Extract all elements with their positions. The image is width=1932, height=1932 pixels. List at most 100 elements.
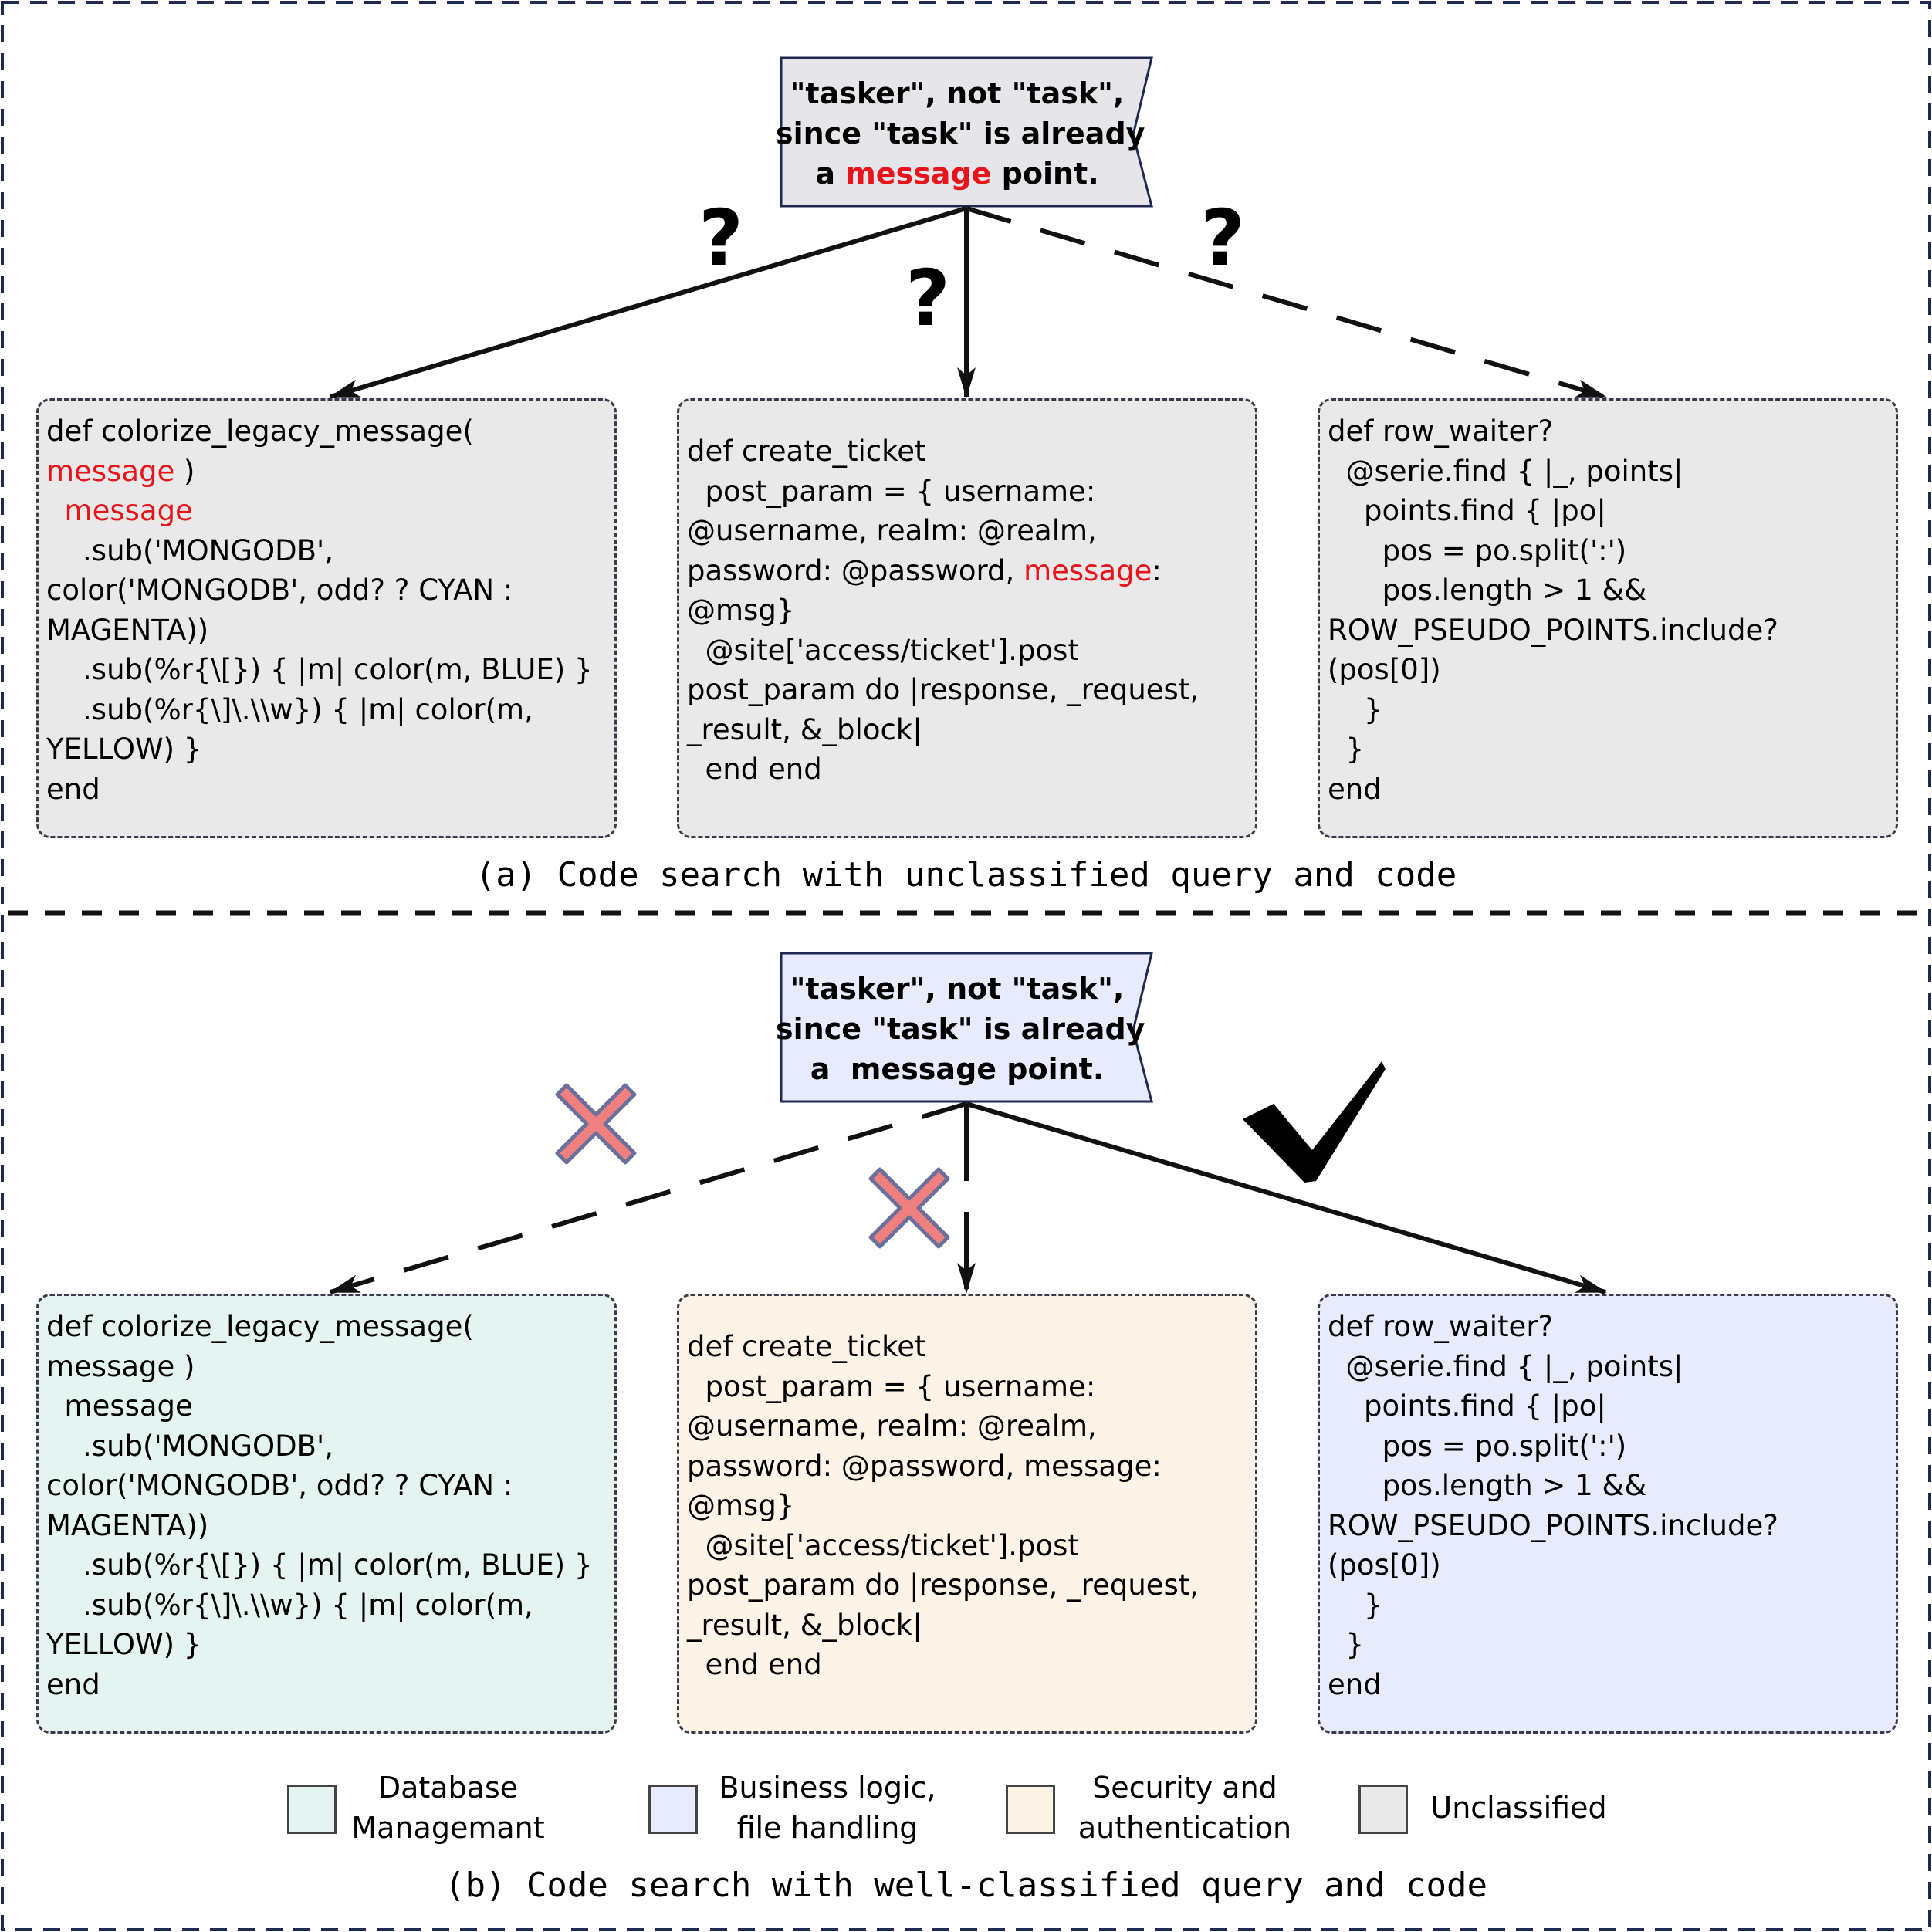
legend-label-security: Security and authentication bbox=[1078, 1771, 1292, 1845]
code-text: end bbox=[1328, 772, 1382, 806]
code-text: .sub(%r{\[}) { |m| color(m, BLUE) } bbox=[46, 653, 593, 686]
legend-swatch-business bbox=[648, 1785, 698, 1834]
code-text: } bbox=[1328, 733, 1365, 766]
code-line: pos = po.split(':') bbox=[1328, 1429, 1627, 1463]
code-line: (pos[0]) bbox=[1328, 1548, 1441, 1582]
checkmark-icon bbox=[1243, 1061, 1386, 1183]
code-text: @msg} bbox=[687, 594, 795, 627]
code-line: @msg} bbox=[687, 1489, 795, 1522]
code-line: } bbox=[1328, 729, 1888, 770]
query-line-2: since "task" is already bbox=[776, 1012, 1145, 1046]
code-text: .sub('MONGODB', bbox=[46, 533, 333, 567]
code-text: MAGENTA)) bbox=[46, 613, 209, 647]
code-line: end bbox=[46, 1667, 100, 1701]
code-line: } bbox=[1328, 1628, 1365, 1661]
code-text: pos = po.split(':') bbox=[1328, 533, 1627, 567]
code-line: def create_ticket bbox=[687, 431, 1247, 472]
legend-swatch-database bbox=[287, 1785, 337, 1834]
code-line: (pos[0]) bbox=[1328, 650, 1888, 690]
code-line: @site['access/ticket'].post bbox=[687, 1528, 1079, 1562]
query-line-2: since "task" is already bbox=[776, 117, 1145, 151]
code-text: end end bbox=[687, 753, 822, 786]
code-line: } bbox=[1328, 690, 1888, 730]
code-line: .sub(%r{\]\.\\w}) { |m| color(m, bbox=[46, 1588, 533, 1622]
code-line: pos.length > 1 && bbox=[1328, 570, 1888, 611]
question-mark-icon: ? bbox=[905, 253, 951, 343]
code-line: MAGENTA)) bbox=[46, 611, 607, 651]
code-line: def create_ticket bbox=[687, 1330, 926, 1363]
code-line: @username, realm: @realm, bbox=[687, 511, 1247, 551]
code-line: color('MONGODB', odd? ? CYAN : bbox=[46, 1469, 513, 1502]
query-box-a bbox=[780, 56, 1153, 208]
code-line: post_param do |response, _request, bbox=[687, 1568, 1199, 1602]
code-line: def colorize_legacy_message( bbox=[46, 411, 607, 452]
code-line: .sub(%r{\[}) { |m| color(m, BLUE) } bbox=[46, 650, 607, 690]
code-text: ROW_PSEUDO_POINTS.include? bbox=[1328, 613, 1778, 647]
caption-a: (a) Code search with unclassified query … bbox=[475, 855, 1457, 895]
code-line: ROW_PSEUDO_POINTS.include? bbox=[1328, 1508, 1778, 1542]
code-box-b-left: def colorize_legacy_message(message ) me… bbox=[36, 1294, 617, 1734]
code-line: post_param do |response, _request, bbox=[687, 670, 1247, 710]
code-text: def colorize_legacy_message( bbox=[46, 414, 474, 448]
code-text: .sub(%r{\]\.\\w}) { |m| color(m, bbox=[46, 692, 533, 726]
code-line: password: @password, message: bbox=[687, 551, 1247, 591]
code-line: message ) bbox=[46, 452, 607, 492]
code-line: .sub(%r{\[}) { |m| color(m, BLUE) } bbox=[46, 1548, 593, 1582]
code-line: @serie.find { |_, points| bbox=[1328, 1349, 1683, 1383]
legend-label-unclassified: Unclassified bbox=[1430, 1791, 1607, 1825]
code-line: YELLOW) } bbox=[46, 729, 607, 770]
legend-swatch-unclassified bbox=[1358, 1785, 1408, 1834]
code-line: pos = po.split(':') bbox=[1328, 531, 1888, 571]
code-line: end bbox=[1328, 1667, 1382, 1701]
code-line: points.find { |po| bbox=[1328, 491, 1888, 531]
code-box-b-mid: def create_ticket post_param = { usernam… bbox=[677, 1294, 1257, 1734]
edge-b-right bbox=[966, 1101, 1607, 1294]
code-text: : bbox=[1152, 553, 1162, 587]
legend-label-database: Database Managemant bbox=[351, 1771, 545, 1845]
code-highlight-word: message bbox=[46, 454, 175, 488]
code-line: .sub('MONGODB', bbox=[46, 1429, 333, 1463]
question-mark-icon: ? bbox=[1200, 193, 1246, 283]
caption-b: (b) Code search with well-classified que… bbox=[444, 1866, 1487, 1905]
query-line-3-pre: a bbox=[815, 157, 846, 191]
cross-icon bbox=[555, 1083, 637, 1165]
code-text: points.find { |po| bbox=[1328, 494, 1606, 527]
cross-icon bbox=[868, 1167, 950, 1249]
code-line: points.find { |po| bbox=[1328, 1389, 1606, 1423]
edge-b-left bbox=[329, 1101, 967, 1294]
code-text: _result, &_block| bbox=[687, 712, 922, 746]
code-line: post_param = { username: bbox=[687, 472, 1247, 512]
query-text-b: "tasker", not "task", since "task" is al… bbox=[776, 969, 1145, 1089]
code-line: } bbox=[1328, 1588, 1382, 1622]
code-highlight-word: message bbox=[64, 494, 193, 527]
code-text: @username, realm: @realm, bbox=[687, 514, 1097, 547]
code-line: _result, &_block| bbox=[687, 1608, 922, 1642]
code-line: .sub(%r{\]\.\\w}) { |m| color(m, bbox=[46, 690, 607, 730]
legend-swatch-security bbox=[1006, 1785, 1055, 1834]
code-line: _result, &_block| bbox=[687, 710, 1247, 750]
query-highlight-word: message bbox=[845, 157, 992, 191]
code-line: def row_waiter? bbox=[1328, 1310, 1554, 1343]
code-line: @site['access/ticket'].post bbox=[687, 631, 1247, 671]
code-line: def row_waiter? bbox=[1328, 411, 1888, 452]
code-text: end bbox=[46, 772, 100, 806]
code-text: color('MONGODB', odd? ? CYAN : bbox=[46, 574, 513, 607]
code-line: message bbox=[46, 491, 607, 531]
edge-a-right bbox=[966, 206, 1607, 399]
code-line: post_param = { username: bbox=[687, 1369, 1096, 1403]
code-line: message ) bbox=[46, 1349, 195, 1383]
code-box-a-right: def row_waiter? @serie.find { |_, points… bbox=[1318, 398, 1898, 838]
question-mark-icon: ? bbox=[699, 193, 744, 283]
code-line: YELLOW) } bbox=[46, 1628, 202, 1661]
code-line: end bbox=[46, 770, 607, 810]
code-text: @serie.find { |_, points| bbox=[1328, 454, 1683, 488]
code-text: post_param do |response, _request, bbox=[687, 673, 1199, 706]
code-line: @username, realm: @realm, bbox=[687, 1409, 1097, 1443]
code-line: def colorize_legacy_message( bbox=[46, 1310, 474, 1343]
query-text-a: "tasker", not "task", since "task" is al… bbox=[776, 73, 1145, 194]
code-text: ) bbox=[174, 454, 195, 488]
code-line: end end bbox=[687, 749, 1247, 790]
code-line: message bbox=[46, 1389, 193, 1423]
